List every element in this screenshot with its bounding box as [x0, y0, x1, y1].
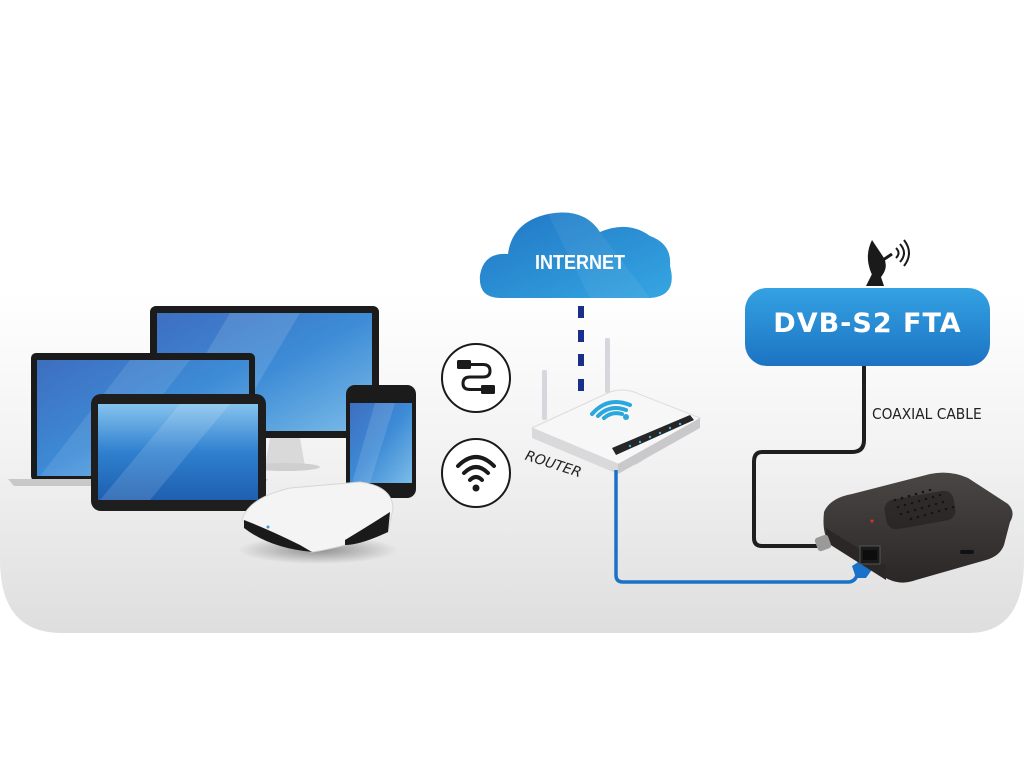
media-player-device — [238, 481, 398, 564]
internet-label: INTERNET — [535, 252, 625, 274]
router-wifi-icon — [590, 400, 632, 420]
cable-icon — [441, 343, 511, 413]
coaxial-cable — [752, 366, 866, 548]
coaxial-cable-label: COAXIAL CABLE — [872, 405, 982, 423]
wifi-icon — [441, 438, 511, 508]
receiver-label: DVB-S2 FTA — [773, 308, 962, 339]
dvb-receiver-box — [814, 472, 1013, 583]
smartphone-device — [346, 385, 416, 498]
internet-link-dashes — [578, 306, 584, 391]
client-devices — [8, 306, 416, 564]
vent-grille — [893, 488, 955, 521]
router-device — [530, 338, 702, 474]
internet-cloud — [479, 212, 672, 298]
satellite-dish-icon — [866, 239, 910, 286]
tablet-device — [91, 394, 266, 511]
dvb-s2-pill — [745, 288, 990, 366]
